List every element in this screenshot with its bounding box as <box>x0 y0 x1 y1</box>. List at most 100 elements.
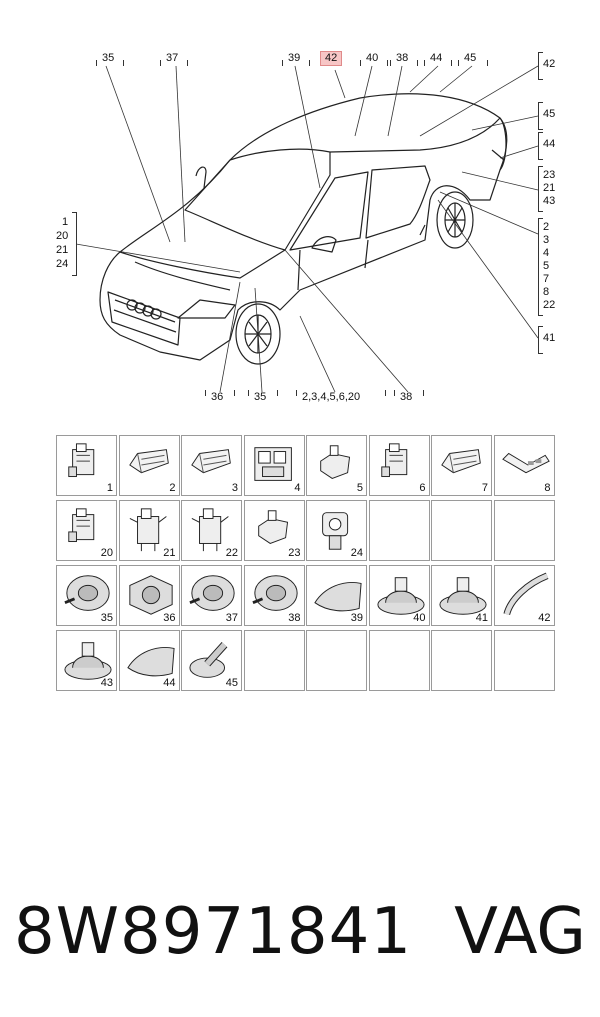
callout-label: 1 <box>62 216 69 228</box>
callout-bracket <box>538 102 543 130</box>
part-cell-label: 37 <box>225 612 238 624</box>
brand-label: VAG <box>454 895 586 969</box>
part-cell-label: 3 <box>231 482 238 494</box>
callout-label: 4 <box>543 247 550 259</box>
part-cell-3[interactable]: 3 <box>181 435 242 496</box>
part-cell-label: 23 <box>288 547 301 559</box>
callout-bracket <box>248 390 278 396</box>
part-cell-4[interactable]: 4 <box>243 435 305 496</box>
part-cell-label: 36 <box>163 612 176 624</box>
callout-bracket <box>538 166 543 212</box>
part-cell-label: 6 <box>419 482 426 494</box>
part-cell-38[interactable]: 38 <box>243 565 305 626</box>
part-cell-label: 21 <box>163 547 176 559</box>
callout-bracket <box>390 60 418 66</box>
callout-bracket <box>394 390 424 396</box>
part-cell-5[interactable]: 5 <box>306 435 367 496</box>
part-cell-45[interactable]: 45 <box>181 630 242 691</box>
empty-part-cell <box>368 630 430 691</box>
callout-label-highlighted: 42 <box>320 51 343 66</box>
part-cell-label: 42 <box>538 612 551 624</box>
callout-bracket <box>160 60 188 66</box>
empty-part-cell <box>493 630 555 691</box>
callout-label: 45 <box>543 108 556 120</box>
empty-part-cell <box>431 630 492 691</box>
callout-label: 40 <box>366 52 379 64</box>
callout-label: 37 <box>166 52 179 64</box>
part-cell-41[interactable]: 41 <box>431 565 492 626</box>
part-cell-label: 1 <box>106 482 113 494</box>
part-cell-label: 5 <box>356 482 363 494</box>
callout-label: 3 <box>543 234 550 246</box>
empty-part-cell <box>368 500 430 561</box>
callout-label: 38 <box>400 391 413 403</box>
part-cell-24[interactable]: 24 <box>306 500 367 561</box>
callout-bracket <box>538 218 543 316</box>
part-number: 8W8971841 <box>14 895 413 969</box>
callout-bracket <box>96 60 124 66</box>
callout-bracket <box>538 132 543 160</box>
part-cell-35[interactable]: 35 <box>56 565 117 626</box>
part-cell-44[interactable]: 44 <box>118 630 180 691</box>
callout-label: 36 <box>211 391 224 403</box>
part-cell-label: 8 <box>544 482 551 494</box>
part-cell-label: 24 <box>350 547 363 559</box>
part-cell-label: 43 <box>100 677 113 689</box>
empty-part-cell <box>493 500 555 561</box>
part-cell-label: 40 <box>413 612 426 624</box>
callout-label: 39 <box>288 52 301 64</box>
part-cell-23[interactable]: 23 <box>243 500 305 561</box>
callout-label: 2 <box>543 221 550 233</box>
callout-bracket <box>205 390 235 396</box>
part-cell-20[interactable]: 20 <box>56 500 117 561</box>
part-cell-label: 45 <box>225 677 238 689</box>
callout-label: 23 <box>543 169 556 181</box>
part-cell-label: 44 <box>163 677 176 689</box>
part-cell-7[interactable]: 7 <box>431 435 492 496</box>
callout-bracket <box>458 60 488 66</box>
car-outline-drawing <box>75 65 539 393</box>
part-cell-2[interactable]: 2 <box>118 435 180 496</box>
part-cell-6[interactable]: 6 <box>368 435 430 496</box>
callout-label: 5 <box>543 260 550 272</box>
part-cell-42[interactable]: 42 <box>493 565 555 626</box>
part-cell-label: 20 <box>100 547 113 559</box>
callout-bracket <box>538 326 543 354</box>
callout-bracket <box>282 60 310 66</box>
callout-label: 45 <box>464 52 477 64</box>
callout-bracket <box>296 390 386 396</box>
callout-bracket <box>538 52 543 80</box>
part-cell-21[interactable]: 21 <box>118 500 180 561</box>
part-cell-label: 22 <box>225 547 238 559</box>
callout-label: 35 <box>254 391 267 403</box>
callout-label: 20 <box>56 230 69 242</box>
empty-part-cell <box>431 500 492 561</box>
callout-label: 42 <box>543 58 556 70</box>
part-cell-40[interactable]: 40 <box>368 565 430 626</box>
callout-bracket <box>424 60 452 66</box>
part-cell-label: 7 <box>481 482 488 494</box>
callout-label: 24 <box>56 258 69 270</box>
part-cell-1[interactable]: 1 <box>56 435 117 496</box>
part-cell-39[interactable]: 39 <box>306 565 367 626</box>
empty-part-cell <box>243 630 305 691</box>
car-diagram: 35 37 39 42 40 38 44 45 42 45 44 23 21 4… <box>0 0 600 420</box>
callout-bracket <box>360 60 388 66</box>
callout-label: 43 <box>543 195 556 207</box>
part-cell-label: 4 <box>294 482 301 494</box>
callout-label: 41 <box>543 332 556 344</box>
callout-label: 21 <box>543 182 556 194</box>
callout-label: 44 <box>543 138 556 150</box>
part-cell-label: 38 <box>288 612 301 624</box>
part-cell-22[interactable]: 22 <box>181 500 242 561</box>
part-cell-36[interactable]: 36 <box>118 565 180 626</box>
part-cell-37[interactable]: 37 <box>181 565 242 626</box>
callout-label: 7 <box>543 273 550 285</box>
callout-label: 21 <box>56 244 69 256</box>
callout-label: 22 <box>543 299 556 311</box>
callout-label: 38 <box>396 52 409 64</box>
part-cell-43[interactable]: 43 <box>56 630 117 691</box>
callout-bracket <box>72 212 77 276</box>
part-cell-8[interactable]: 8 <box>493 435 555 496</box>
